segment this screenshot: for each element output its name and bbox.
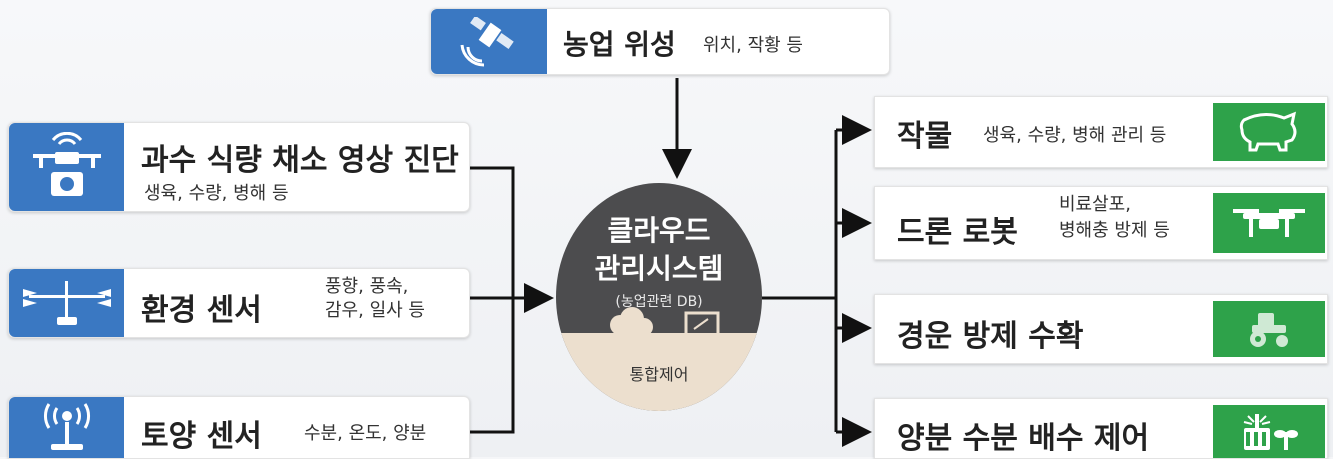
soil-icon-panel — [9, 397, 124, 458]
pig-icon — [1239, 111, 1297, 152]
tillage-title: 경운 방제 수확 — [897, 319, 1084, 354]
crop-title: 작물 — [897, 119, 953, 154]
drone-icon — [1233, 209, 1305, 237]
drone-sub-line2: 병해충 방제 등 — [1059, 220, 1170, 241]
env-icon-panel — [9, 269, 124, 337]
env-sensor-card: 환경 센서 풍향, 풍속, 감우, 일사 등 — [8, 268, 470, 338]
fruit-diagnosis-card: 과수 식량 채소 영상 진단 생육, 수량, 병해 등 — [8, 122, 470, 212]
soil-sensor-card: 토양 센서 수분, 온도, 양분 — [8, 396, 470, 459]
drone-robot-card: 드론 로봇 비료살포, 병해충 방제 등 — [874, 186, 1328, 260]
signal-tower-icon — [43, 402, 90, 450]
water-icon-panel — [1213, 405, 1325, 458]
soil-sub: 수분, 온도, 양분 — [304, 423, 427, 444]
water-title: 양분 수분 배수 제어 — [897, 421, 1150, 456]
drone-sub-line1: 비료살포, — [1059, 194, 1131, 215]
hub-subtitle: (농업관련 DB) — [615, 294, 703, 310]
monitor-icon — [684, 311, 720, 341]
fruit-title: 과수 식량 채소 영상 진단 — [141, 143, 459, 178]
crop-card: 작물 생육, 수량, 병해 관리 등 — [874, 96, 1328, 168]
crop-icon-panel — [1213, 103, 1325, 161]
satellite-icon-panel — [431, 9, 547, 74]
hub-title-line2: 관리시스템 — [594, 252, 724, 285]
env-title: 환경 센서 — [141, 293, 262, 328]
hub-base-label: 통합제어 — [629, 365, 689, 384]
satellite-title: 농업 위성 — [563, 28, 676, 61]
tractor-icon — [1250, 313, 1288, 347]
camera-drone-icon — [32, 132, 101, 196]
crop-sub: 생육, 수량, 병해 관리 등 — [983, 125, 1167, 146]
fruit-icon-panel — [9, 123, 124, 211]
sprinkler-plant-icon — [1243, 413, 1298, 450]
fruit-sub: 생육, 수량, 병해 등 — [144, 183, 289, 204]
hub-base — [556, 333, 762, 411]
tillage-card: 경운 방제 수확 — [874, 294, 1328, 364]
drone-title: 드론 로봇 — [897, 215, 1018, 250]
satellite-card: 농업 위성 위치, 작황 등 — [430, 8, 890, 75]
soil-title: 토양 센서 — [141, 419, 262, 454]
tillage-icon-panel — [1213, 301, 1325, 357]
satellite-icon — [460, 16, 514, 67]
hub-title-line1: 클라우드 — [607, 214, 711, 247]
cloud-management-hub: 클라우드 관리시스템 (농업관련 DB) 통합제어 — [556, 183, 762, 411]
water-control-card: 양분 수분 배수 제어 — [874, 398, 1328, 459]
drone-icon-panel — [1213, 193, 1325, 253]
satellite-sub: 위치, 작황 등 — [703, 35, 803, 56]
env-sub-line1: 풍향, 풍속, — [325, 276, 409, 297]
anemometer-icon — [22, 281, 111, 325]
cloud-icon — [610, 307, 653, 345]
env-sub-line2: 감우, 일사 등 — [325, 300, 425, 321]
